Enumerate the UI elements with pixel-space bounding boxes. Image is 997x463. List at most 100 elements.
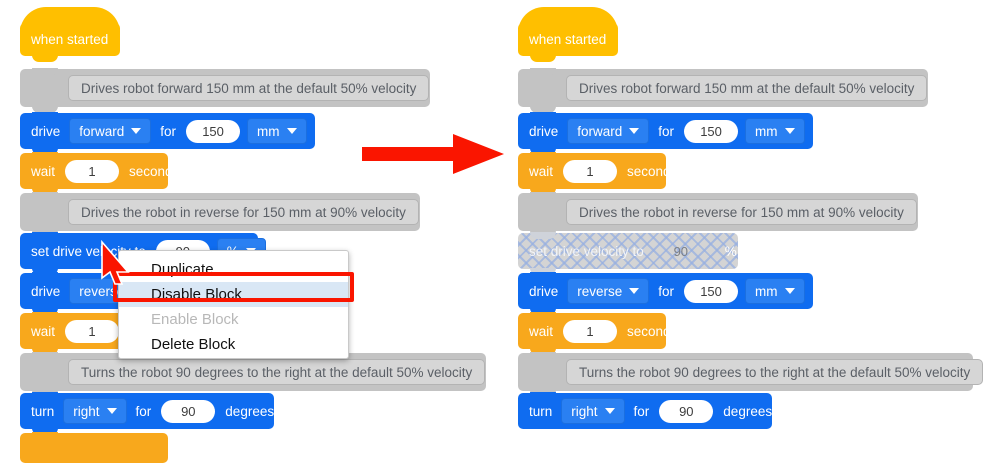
block-label-set-drive-velocity: set drive velocity to [31, 243, 146, 259]
input-seconds[interactable]: 1 [65, 159, 120, 183]
mouse-pointer-icon [101, 239, 130, 285]
play-icon[interactable] [289, 404, 301, 418]
context-menu[interactable]: Duplicate Disable Block Enable Block Del… [118, 250, 349, 359]
comment-text-1: Drives robot forward 150 mm at the defau… [566, 75, 928, 101]
block-drive-reverse[interactable]: drive reverse for 150 mm [518, 272, 828, 315]
comment-block-1[interactable]: Drives robot forward 150 mm at the defau… [20, 68, 430, 113]
block-notch [32, 312, 58, 319]
block-turn-right[interactable]: turn right for 90 degrees [20, 392, 301, 435]
dropdown-velocity-unit[interactable]: % [715, 238, 764, 264]
chevron-down-icon [106, 408, 117, 414]
input-degrees[interactable]: 90 [161, 399, 216, 423]
block-label-drive: drive [31, 283, 61, 299]
block-label-when-started: when started [31, 32, 109, 47]
comment-block-2[interactable]: Drives the robot in reverse for 150 mm a… [20, 192, 420, 237]
dropdown-turn-direction-value: right [571, 403, 598, 419]
block-notch [530, 152, 556, 159]
play-icon[interactable] [816, 284, 828, 298]
block-label-wait: wait [529, 323, 554, 339]
block-label-for: for [633, 403, 650, 419]
dropdown-direction-value: forward [577, 123, 623, 139]
dropdown-unit[interactable]: mm [247, 118, 307, 144]
block-notch [32, 112, 58, 119]
block-label-for: for [160, 123, 177, 139]
menu-item-delete-block[interactable]: Delete Block [119, 332, 348, 357]
chevron-down-icon [784, 288, 795, 294]
menu-item-duplicate[interactable]: Duplicate [119, 257, 348, 282]
block-notch [32, 392, 58, 399]
block-wait-2[interactable]: wait 1 seconds [518, 312, 677, 355]
dropdown-direction[interactable]: reverse [567, 278, 650, 304]
input-distance[interactable]: 150 [186, 119, 241, 143]
play-icon[interactable] [787, 404, 799, 418]
block-notch [530, 112, 556, 119]
input-velocity[interactable]: 90 [673, 243, 689, 259]
block-notch [32, 192, 58, 199]
block-nub [32, 55, 58, 62]
input-seconds[interactable]: 1 [563, 319, 618, 343]
block-label-wait: wait [529, 163, 554, 179]
block-drive-forward[interactable]: drive forward for 150 mm [20, 112, 330, 155]
block-notch [32, 68, 58, 75]
block-nub [530, 55, 556, 62]
dropdown-turn-direction-value: right [73, 403, 100, 419]
comment-block-3[interactable]: Turns the robot 90 degrees to the right … [20, 352, 486, 397]
hat-dome [20, 7, 120, 33]
block-drive-forward[interactable]: drive forward for 150 mm [518, 112, 828, 155]
block-label-for: for [658, 123, 675, 139]
menu-item-enable-block-label: Enable Block [151, 311, 239, 328]
dropdown-direction[interactable]: forward [69, 118, 152, 144]
block-label-set-drive-velocity: set drive velocity to [529, 243, 644, 259]
panel-before: when started Drives robot forward 150 mm… [0, 0, 500, 463]
block-notch [530, 352, 556, 359]
block-label-seconds: seconds [129, 163, 180, 179]
block-when-started[interactable]: when started [518, 7, 618, 62]
block-notch [32, 152, 58, 159]
block-label-for: for [658, 283, 675, 299]
block-notch [530, 68, 556, 75]
comment-text-3: Turns the robot 90 degrees to the right … [566, 359, 984, 385]
dropdown-unit[interactable]: mm [745, 118, 805, 144]
block-wait-1[interactable]: wait 1 seconds [20, 152, 179, 195]
play-icon[interactable] [816, 124, 828, 138]
chevron-down-icon [629, 288, 640, 294]
input-distance[interactable]: 150 [684, 119, 739, 143]
menu-item-duplicate-label: Duplicate [151, 261, 214, 278]
menu-item-disable-block[interactable]: Disable Block [119, 282, 348, 307]
block-turn-right[interactable]: turn right for 90 degrees [518, 392, 799, 429]
block-notch [32, 272, 58, 279]
dropdown-direction-value: reverse [577, 283, 623, 299]
input-distance[interactable]: 150 [684, 279, 739, 303]
block-wait-1[interactable]: wait 1 seconds [518, 152, 677, 195]
dropdown-unit[interactable]: mm [745, 278, 805, 304]
block-notch [530, 392, 556, 399]
block-notch [530, 312, 556, 319]
chevron-down-icon [629, 128, 640, 134]
block-when-started[interactable]: when started [20, 7, 120, 62]
comment-text-2: Drives the robot in reverse for 150 mm a… [68, 199, 419, 225]
block-label-drive: drive [529, 283, 559, 299]
chevron-down-icon [784, 128, 795, 134]
right-arrow-icon [362, 134, 504, 174]
comment-block-3[interactable]: Turns the robot 90 degrees to the right … [518, 352, 984, 397]
block-label-wait: wait [31, 323, 56, 339]
comment-block-1[interactable]: Drives robot forward 150 mm at the defau… [518, 68, 928, 113]
dropdown-velocity-unit-value: % [724, 243, 737, 259]
block-notch [530, 272, 556, 279]
dropdown-turn-direction[interactable]: right [63, 398, 127, 424]
block-label-turn: turn [31, 403, 55, 419]
dropdown-direction[interactable]: forward [567, 118, 650, 144]
input-seconds[interactable]: 1 [65, 319, 120, 343]
block-label-for: for [135, 403, 152, 419]
block-set-drive-velocity-disabled[interactable]: set drive velocity to 90 % [518, 232, 754, 275]
input-degrees[interactable]: 90 [659, 399, 714, 423]
comment-text-3: Turns the robot 90 degrees to the right … [68, 359, 486, 385]
block-next-clipped[interactable] [20, 432, 168, 463]
menu-item-disable-block-label: Disable Block [151, 286, 242, 303]
comment-block-2[interactable]: Drives the robot in reverse for 150 mm a… [518, 192, 918, 237]
block-notch [530, 192, 556, 199]
dropdown-turn-direction[interactable]: right [561, 398, 625, 424]
input-seconds[interactable]: 1 [563, 159, 618, 183]
play-icon[interactable] [318, 124, 330, 138]
block-label-turn: turn [529, 403, 553, 419]
